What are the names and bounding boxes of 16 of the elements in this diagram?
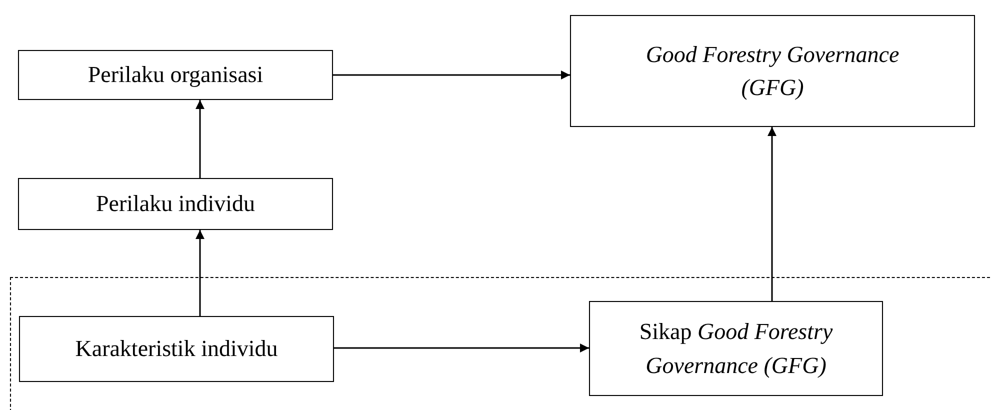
- process-box: [589, 301, 883, 396]
- box-label: Perilaku individu: [94, 190, 256, 218]
- dashed-group-outline: [10, 277, 992, 410]
- arrow: [768, 127, 776, 301]
- box-label: Good Forestry Governance (GFG): [644, 40, 900, 102]
- arrow: [333, 70, 570, 80]
- process-box: [570, 15, 975, 127]
- process-box: [18, 50, 333, 100]
- arrow: [196, 230, 204, 316]
- arrow: [334, 344, 589, 352]
- process-box: [19, 316, 334, 382]
- box-label: Perilaku organisasi: [86, 61, 264, 90]
- box-label: Sikap Good Forestry Governance (GFG): [638, 318, 834, 380]
- box-label: Karakteristik individu: [74, 335, 279, 364]
- process-box: [18, 178, 333, 230]
- arrow: [196, 100, 204, 178]
